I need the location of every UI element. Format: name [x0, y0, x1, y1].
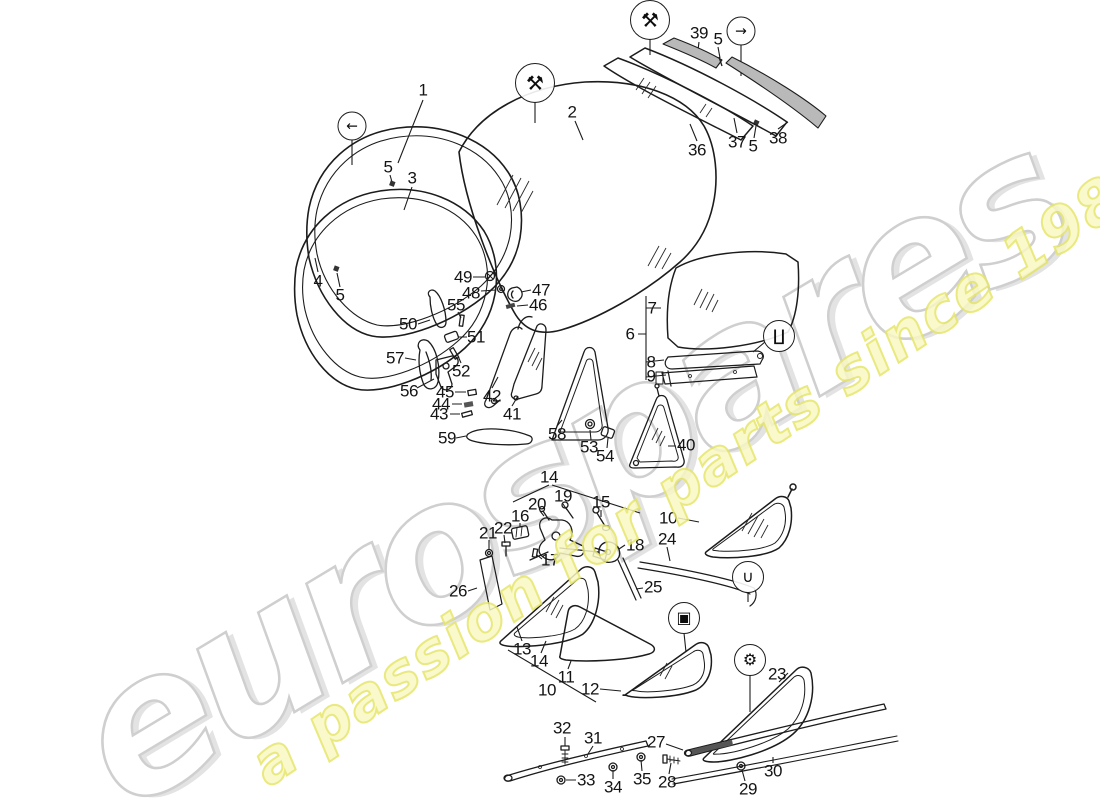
part-label-5: 5 — [713, 29, 723, 49]
part-label-34: 34 — [604, 777, 622, 797]
part-label-1: 1 — [418, 80, 428, 100]
part-label-31: 31 — [584, 728, 602, 748]
part-label-10: 10 — [538, 680, 556, 700]
part-label-59: 59 — [438, 428, 456, 448]
part-label-42: 42 — [483, 386, 501, 406]
part-label-21: 21 — [479, 523, 497, 543]
glass-hatching — [496, 77, 769, 680]
part-label-3: 3 — [407, 168, 417, 188]
part-label-6: 6 — [625, 324, 635, 344]
part-label-24: 24 — [658, 529, 676, 549]
part-label-28: 28 — [658, 772, 676, 792]
direction-arrow-right-icon: → — [726, 16, 756, 46]
part-label-55: 55 — [447, 295, 465, 315]
part-label-26: 26 — [449, 581, 467, 601]
part-label-53: 53 — [580, 437, 598, 457]
part-label-30: 30 — [764, 761, 782, 781]
part-label-2: 2 — [567, 102, 577, 122]
part-label-16: 16 — [511, 506, 529, 526]
regulator-group — [484, 501, 621, 563]
part-label-23: 23 — [768, 664, 786, 684]
part-label-15: 15 — [592, 492, 610, 512]
part-label-5: 5 — [335, 285, 345, 305]
part-label-37: 37 — [728, 132, 746, 152]
part-label-9: 9 — [646, 366, 656, 386]
part-label-25: 25 — [644, 577, 662, 597]
part-label-56: 56 — [400, 381, 418, 401]
part-label-7: 7 — [647, 298, 657, 318]
glass-tool-stamp-icon: ⚒ — [630, 0, 670, 40]
part-label-38: 38 — [769, 128, 787, 148]
part-label-52: 52 — [452, 361, 470, 381]
part-label-50: 50 — [399, 314, 417, 334]
part-label-29: 29 — [739, 779, 757, 799]
part-label-5: 5 — [748, 136, 758, 156]
u-profile-icon: ∪ — [732, 561, 764, 593]
part-label-41: 41 — [503, 404, 521, 424]
part-label-17: 17 — [541, 550, 559, 570]
part-label-39: 39 — [690, 23, 708, 43]
part-label-49: 49 — [454, 267, 472, 287]
part-label-46: 46 — [529, 295, 547, 315]
part-label-51: 51 — [467, 327, 485, 347]
part-label-33: 33 — [577, 770, 595, 790]
windshield-group — [293, 80, 717, 391]
bottom-strip-group — [503, 703, 899, 785]
vent-hardware-group — [417, 270, 685, 469]
clip-icon: ▣ — [668, 602, 700, 634]
part-label-5: 5 — [383, 157, 393, 177]
part-label-13: 13 — [513, 639, 531, 659]
part-label-43: 43 — [430, 404, 448, 424]
part-label-27: 27 — [647, 732, 665, 752]
screw-icon: ⚙ — [734, 644, 766, 676]
rear-window-group — [603, 37, 827, 141]
part-label-22: 22 — [494, 518, 512, 538]
part-label-20: 20 — [528, 494, 546, 514]
part-label-10: 10 — [659, 508, 677, 528]
part-label-14: 14 — [530, 651, 548, 671]
part-label-18: 18 — [626, 535, 644, 555]
part-label-19: 19 — [554, 486, 572, 506]
part-label-54: 54 — [596, 446, 614, 466]
part-label-8: 8 — [646, 352, 656, 372]
part-label-58: 58 — [548, 424, 566, 444]
part-label-45: 45 — [436, 382, 454, 402]
glass-tool-stamp-icon: ⚒ — [515, 63, 555, 103]
part-label-14: 14 — [540, 467, 558, 487]
part-label-36: 36 — [688, 140, 706, 160]
part-label-40: 40 — [677, 435, 695, 455]
part-label-12: 12 — [581, 679, 599, 699]
part-label-11: 11 — [557, 667, 575, 687]
part-label-47: 47 — [532, 280, 550, 300]
part-label-35: 35 — [633, 769, 651, 789]
leader-lines — [314, 38, 789, 782]
part-label-4: 4 — [313, 271, 323, 291]
part-label-57: 57 — [386, 348, 404, 368]
part-label-44: 44 — [432, 394, 450, 414]
part-label-48: 48 — [462, 283, 480, 303]
direction-arrow-left-icon: ← — [337, 111, 367, 141]
channel-profile-icon: ∐ — [763, 320, 795, 352]
part-label-32: 32 — [553, 718, 571, 738]
